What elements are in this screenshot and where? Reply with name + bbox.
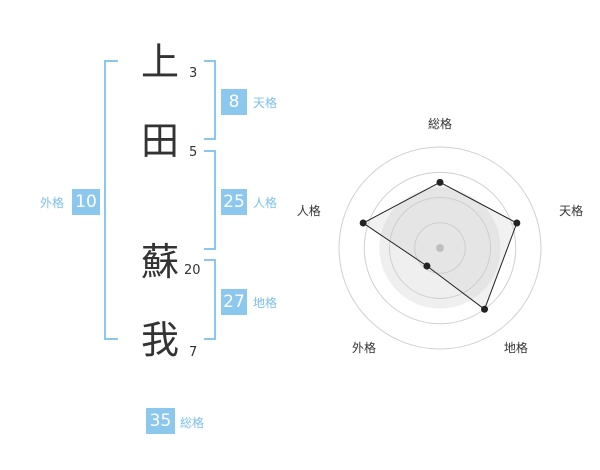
chikaku-bracket (204, 259, 216, 340)
radar-point-3 (481, 305, 489, 313)
stroke-count-2: 5 (189, 145, 198, 160)
tenkaku-bracket (204, 60, 216, 140)
radar-axis-label: 総格 (427, 117, 452, 131)
jinkaku-value: 25 (221, 189, 247, 215)
chikaku-value: 27 (221, 289, 247, 315)
radar-axis-label: 天格 (559, 204, 584, 219)
radar-point-5 (359, 219, 367, 227)
chikaku-label: 地格 (253, 296, 278, 310)
radar-center-dot (436, 244, 444, 252)
radar-axis-label: 外格 (352, 341, 377, 356)
radar-point-1 (436, 178, 444, 186)
radar-grid-ring (363, 171, 517, 325)
gaikaku-label: 外格 (40, 196, 65, 210)
soukaku-value: 35 (146, 408, 175, 434)
radar-data-polygon (362, 181, 518, 311)
radar-grid-ring (389, 197, 491, 299)
stroke-count-1: 3 (189, 66, 198, 81)
radar-axis-label: 地格 (503, 341, 528, 356)
gaikaku-bracket (104, 60, 118, 340)
name-char-3: 蘇 (140, 240, 179, 284)
radar-grid-ring (414, 222, 466, 274)
jinkaku-bracket (204, 150, 216, 250)
radar-point-4 (423, 262, 431, 270)
tenkaku-label: 天格 (253, 96, 278, 110)
radar-axis-label: 人格 (296, 204, 321, 219)
radar-grid-ring (338, 146, 542, 350)
stroke-count-4: 7 (189, 345, 198, 360)
gaikaku-value: 10 (72, 189, 100, 215)
radar-point-2 (513, 219, 521, 227)
soukaku-label: 総格 (180, 416, 205, 430)
jinkaku-label: 人格 (253, 196, 278, 210)
name-char-1: 上 (140, 40, 179, 84)
name-char-4: 我 (140, 318, 179, 362)
tenkaku-value: 8 (221, 89, 247, 115)
name-char-2: 田 (140, 119, 179, 163)
stroke-count-3: 20 (184, 263, 201, 278)
